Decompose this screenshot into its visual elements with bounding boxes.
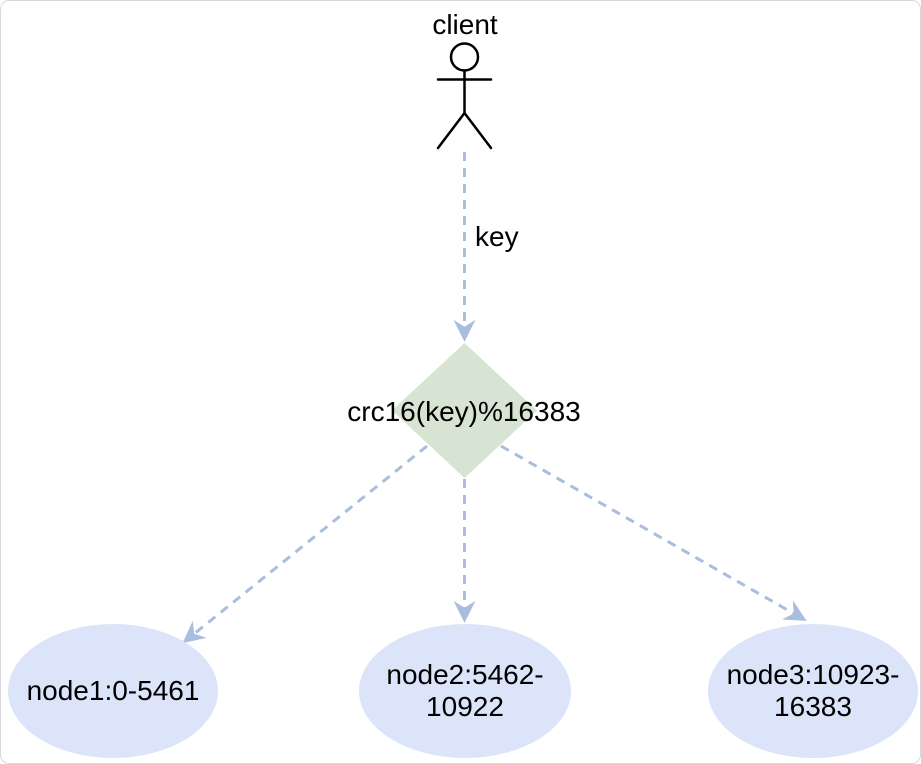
client-label: client: [432, 9, 498, 40]
node1-label: node1:0-5461: [27, 675, 200, 707]
node2-label-line1: node2:5462-: [386, 659, 544, 690]
actor-head: [449, 42, 480, 72]
node2-label: node2:5462- 10922: [386, 659, 543, 723]
edge-decision-to-node3: [500, 444, 807, 622]
node1-ellipse: [8, 624, 218, 758]
edge-decision-to-node1: [182, 444, 428, 644]
decision-diamond: [392, 343, 537, 478]
node3-ellipse: [708, 624, 918, 758]
node1-label-line1: node1:0-5461: [26, 675, 200, 706]
node3-label-line2: 16383: [774, 691, 852, 722]
decision-label: crc16(key)%16383: [347, 396, 581, 427]
key-edge-label: key: [475, 221, 519, 252]
actor-body: [436, 69, 493, 150]
node2-label-line2: 10922: [426, 691, 504, 722]
client-actor-icon: [436, 42, 493, 150]
node2-ellipse: [359, 624, 571, 758]
node3-label: node3:10923- 16383: [727, 659, 900, 723]
node3-label-line1: node3:10923-: [726, 659, 900, 690]
